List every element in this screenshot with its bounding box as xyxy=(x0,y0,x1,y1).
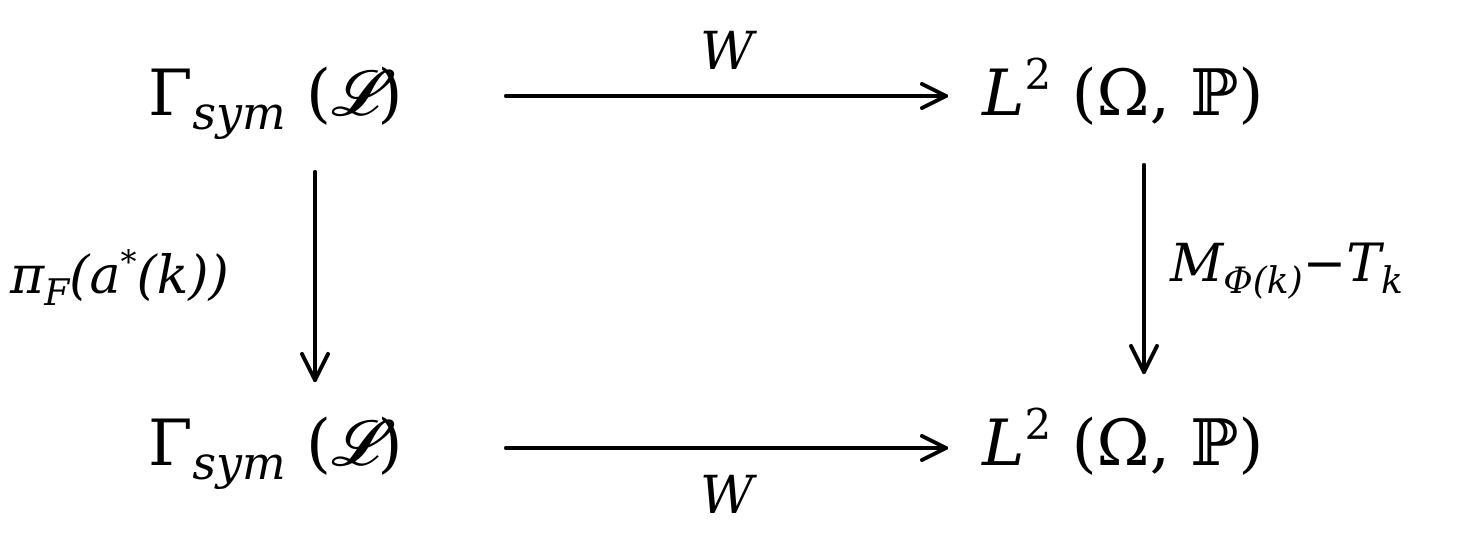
right-label-mid: −T xyxy=(1302,234,1381,294)
open-paren: ( xyxy=(305,57,331,131)
left-arrow-head xyxy=(300,352,330,382)
open-paren: ( xyxy=(305,407,331,481)
sym-subscript: sym xyxy=(192,86,286,140)
node-bottom-left: Γsym (𝓛) xyxy=(148,412,402,486)
bottom-arrow-label: W xyxy=(700,466,754,526)
pi-subscript: F xyxy=(44,273,70,314)
m-symbol: M xyxy=(1170,234,1224,294)
right-arrow-label: MΦ(k)−Tk xyxy=(1170,238,1403,300)
left-label-close: (k)) xyxy=(136,246,229,306)
l-symbol: L xyxy=(982,407,1025,481)
node-bottom-right: L2 (Ω, ℙ) xyxy=(982,404,1263,477)
top-arrow-head xyxy=(920,82,948,110)
bottom-arrow-head xyxy=(920,434,948,462)
t-subscript: k xyxy=(1380,261,1403,302)
right-arrow-head xyxy=(1129,344,1159,374)
node-top-left: Γsym (𝓛) xyxy=(148,62,402,136)
l2-arguments: (Ω, ℙ) xyxy=(1071,407,1264,481)
node-top-right: L2 (Ω, ℙ) xyxy=(982,54,1263,127)
gamma-symbol: Γ xyxy=(148,407,193,481)
close-paren: ) xyxy=(377,57,403,131)
script-l-symbol: 𝓛 xyxy=(330,57,378,131)
left-label-open: (a xyxy=(69,246,121,306)
l2-superscript: 2 xyxy=(1024,400,1052,449)
m-subscript: Φ(k) xyxy=(1223,261,1303,302)
gamma-symbol: Γ xyxy=(148,57,193,131)
sym-subscript: sym xyxy=(192,436,286,490)
top-arrow-label: W xyxy=(700,22,754,82)
left-arrow-label: πF(a*(k)) xyxy=(10,246,229,312)
script-l-symbol: 𝓛 xyxy=(330,407,378,481)
star-superscript: * xyxy=(120,243,137,281)
close-paren: ) xyxy=(377,407,403,481)
l2-arguments: (Ω, ℙ) xyxy=(1071,57,1264,131)
l-symbol: L xyxy=(982,57,1025,131)
l2-superscript: 2 xyxy=(1024,50,1052,99)
pi-symbol: π xyxy=(10,246,45,306)
